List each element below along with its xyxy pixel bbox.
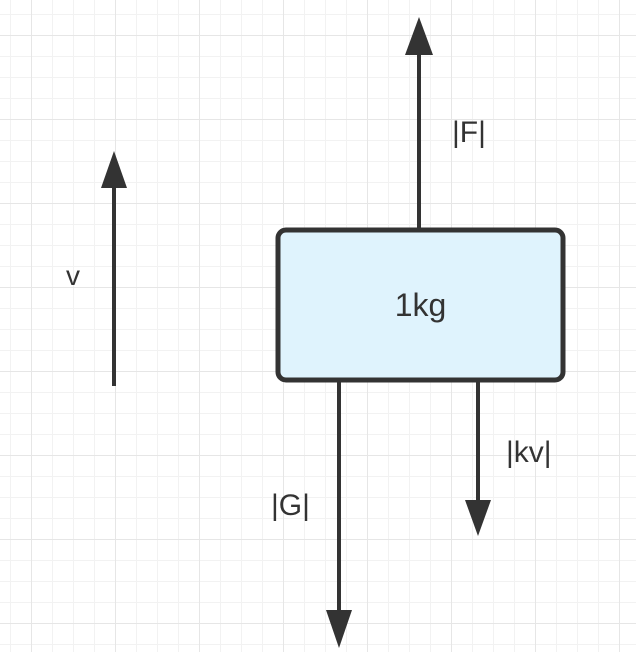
drag-force-arrow <box>465 381 491 536</box>
gravity-arrow <box>326 381 352 648</box>
mass-label: 1kg <box>394 286 447 323</box>
velocity-arrow <box>101 151 127 386</box>
force-up-label: |F| <box>452 116 486 149</box>
mass-box <box>275 227 566 383</box>
drag-force-label: |kv| <box>506 436 552 469</box>
velocity-label: v <box>66 260 80 291</box>
force-up-arrow <box>405 17 433 228</box>
gravity-force-label: |G| <box>271 489 310 522</box>
